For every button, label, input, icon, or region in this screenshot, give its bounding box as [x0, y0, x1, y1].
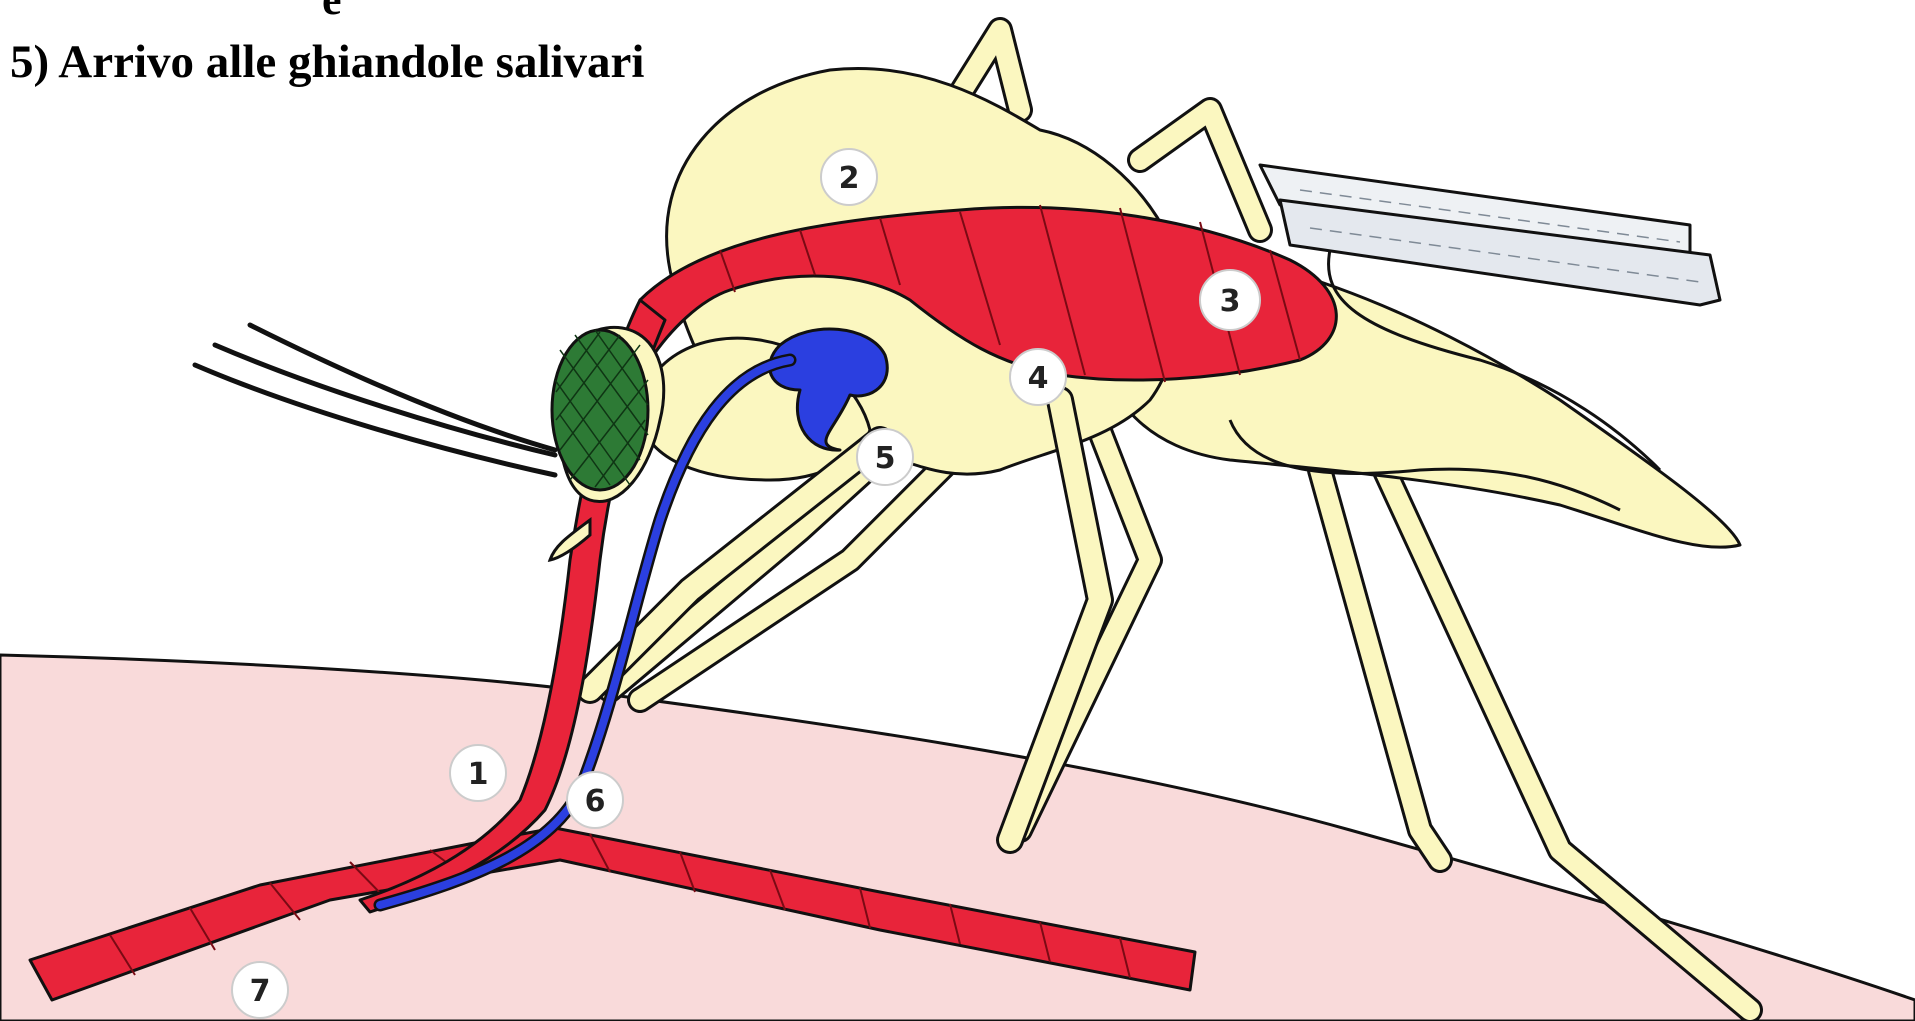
- svg-text:3: 3: [1220, 284, 1241, 319]
- svg-text:2: 2: [839, 161, 860, 196]
- svg-text:4: 4: [1028, 361, 1049, 396]
- label-proboscis: 1: [450, 745, 506, 801]
- svg-text:1: 1: [468, 757, 489, 792]
- svg-text:7: 7: [250, 974, 271, 1009]
- label-salivary-glands: 5: [857, 429, 913, 485]
- label-gut: 4: [1010, 349, 1066, 405]
- label-thorax: 2: [821, 149, 877, 205]
- caption-step-title: 5) Arrivo alle ghiandole salivari: [10, 36, 644, 88]
- label-saliva-injection: 6: [567, 772, 623, 828]
- skin: [0, 655, 1915, 1021]
- antennae: [195, 325, 555, 475]
- label-blood-vessel: 7: [232, 962, 288, 1018]
- eye: [552, 330, 648, 490]
- label-midgut: 3: [1200, 270, 1260, 330]
- svg-text:6: 6: [585, 784, 606, 819]
- svg-text:5: 5: [875, 441, 896, 476]
- caption-fragment: e: [322, 0, 342, 22]
